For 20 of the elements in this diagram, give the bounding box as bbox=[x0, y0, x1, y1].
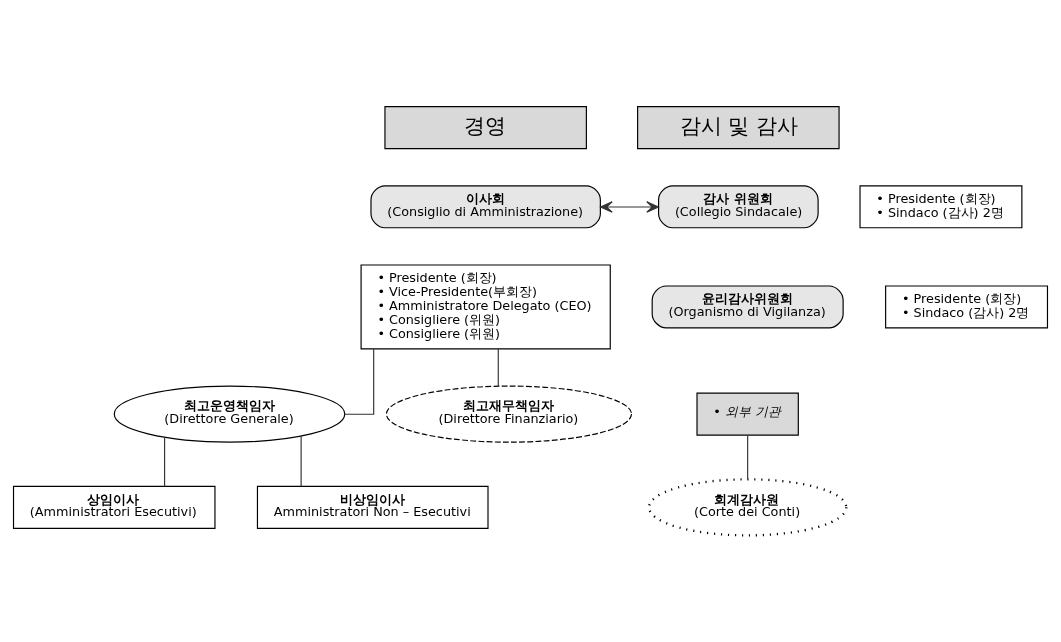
arrow bbox=[599, 201, 659, 213]
node-box: • Presidente (회장) • Sindaco (감사) 2명 bbox=[885, 285, 1049, 329]
node-box: 감사 위원회 (Collegio Sindacale) bbox=[658, 185, 819, 229]
connector bbox=[497, 348, 499, 387]
node-box: 상임이사 (Amministratori Esecutivi) bbox=[12, 485, 216, 529]
node-box: 감시 및 감사 bbox=[637, 106, 840, 150]
node-ellipse: 최고운영책임자 (Direttore Generale) bbox=[113, 385, 346, 443]
node-box: • Presidente (회장) • Sindaco (감사) 2명 bbox=[859, 185, 1023, 229]
connector bbox=[164, 437, 166, 487]
connector bbox=[300, 435, 302, 487]
connector bbox=[344, 348, 375, 415]
connector bbox=[747, 434, 749, 480]
node-box: 윤리감사위원회 (Organismo di Vigilanza) bbox=[651, 285, 844, 329]
node-box: • 외부 기관 bbox=[696, 392, 799, 436]
node-box: • Presidente (회장) • Vice-Presidente(부회장) • Amministratore Delegato (CEO) • Consigliere (위원) • Consigliere (위원) bbox=[360, 264, 611, 350]
node-ellipse: 최고재무책임자 (Direttore Finanziario) bbox=[385, 385, 633, 443]
node-ellipse: 회계감사원 (Corte dei Conti) bbox=[647, 478, 848, 537]
node-box: 경영 bbox=[384, 106, 587, 150]
node-box: 이사회 (Consiglio di Amministrazione) bbox=[370, 185, 601, 229]
node-box: 비상임이사 Amministratori Non – Esecutivi bbox=[256, 485, 489, 529]
